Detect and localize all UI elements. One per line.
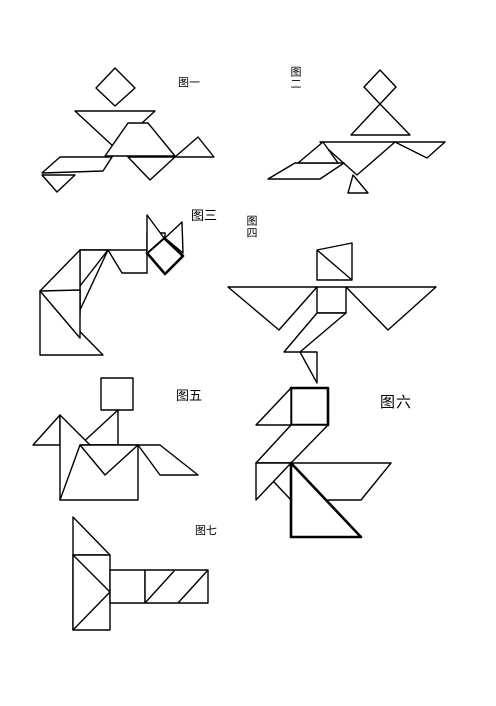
fig2-small-triangle xyxy=(350,103,411,136)
fig1-parallelogram xyxy=(41,156,113,174)
fig4-head xyxy=(316,242,353,281)
figure-2-tangram xyxy=(267,69,446,194)
fig1-hand-triangle xyxy=(174,136,215,158)
figure-3-tangram xyxy=(39,214,185,356)
fig3-left-ear xyxy=(146,214,165,254)
fig7-top-triangle xyxy=(72,516,111,556)
fig6-body-triangle xyxy=(289,461,363,539)
fig1-leg-triangle xyxy=(127,156,176,181)
fig3-tail-parallelogram xyxy=(107,249,148,274)
fig4-right-wing xyxy=(345,286,437,331)
fig7-bar xyxy=(144,569,209,604)
fig2-parallelogram xyxy=(267,162,345,180)
figure-label-6: 图六 xyxy=(380,393,413,411)
figure-label-7: 图七 xyxy=(195,524,217,537)
fig2-arm-triangle xyxy=(394,141,446,159)
fig2-foot-triangle xyxy=(347,174,369,194)
fig1-square-head xyxy=(95,67,136,107)
figure-5-tangram xyxy=(32,377,199,501)
fig2-large-triangle xyxy=(319,141,396,176)
figure-label-5: 图五 xyxy=(176,389,203,404)
fig6-small-triangle xyxy=(255,462,292,501)
fig6-neck-parallelogram xyxy=(255,424,329,464)
figure-label-4: 图四 xyxy=(245,215,258,239)
fig2-knee-triangle xyxy=(297,141,339,164)
fig5-inner-triangle xyxy=(79,444,139,476)
fig7-middle-triangle xyxy=(72,554,111,631)
fig5-square-head xyxy=(100,377,134,411)
fig2-square-head xyxy=(363,69,397,105)
fig6-square-head xyxy=(289,386,330,427)
fig1-body-triangle xyxy=(104,122,176,157)
fig1-foot-triangle xyxy=(41,174,76,193)
figure-1-tangram xyxy=(41,67,215,193)
figure-label-1: 图一 xyxy=(178,76,200,89)
fig7-square xyxy=(109,569,146,604)
fig5-ear-triangle xyxy=(32,414,61,446)
figure-label-2: 图二 xyxy=(289,66,302,90)
fig4-square-body xyxy=(316,286,347,314)
fig5-tail-parallelogram xyxy=(137,444,199,476)
fig4-parallelogram-tail xyxy=(283,312,347,353)
figure-4-tangram xyxy=(227,242,437,384)
fig6-beak-triangle xyxy=(255,387,292,426)
figure-label-3: 图三 xyxy=(191,209,218,224)
fig3-middle-triangle xyxy=(39,289,81,339)
fig3-right-ear xyxy=(164,221,184,254)
fig4-left-wing xyxy=(227,286,318,331)
figure-6-tangram xyxy=(255,386,392,539)
fig4-tail-triangle xyxy=(299,351,318,384)
figure-7-tangram xyxy=(72,516,209,631)
